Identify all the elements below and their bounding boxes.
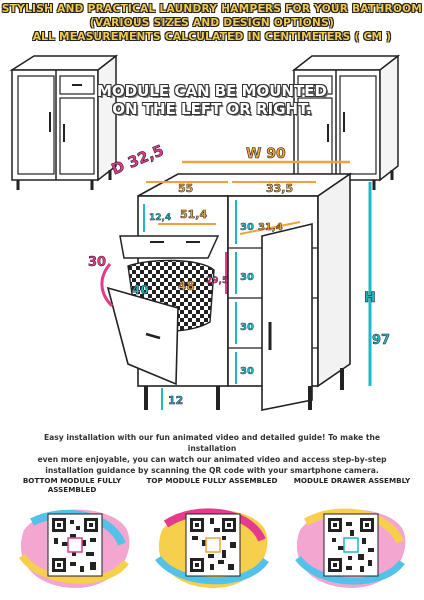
cabinet-open-door [261, 222, 313, 411]
description-line-2: even more enjoyable, you can watch our a… [37, 455, 387, 464]
mount-note: MODULE CAN BE MOUNTED ON THE LEFT OR RIG… [0, 82, 424, 118]
dim-leg-height-label: 12 [168, 394, 183, 407]
dim-hamper-depth-label: 40 [132, 283, 149, 297]
qr-title-bottom-module: BOTTOM MODULE FULLY ASSEMBLED [22, 476, 122, 494]
dim-right-section-label: 33,5 [266, 182, 293, 195]
dim-shelf-height-1-label: 30 [240, 222, 254, 233]
qr-pattern [328, 518, 374, 572]
qr-code-drawer-assembly[interactable] [290, 500, 410, 592]
installation-description: Easy installation with our fun animated … [24, 432, 400, 476]
dim-drawer-width-label: 51,4 [180, 208, 207, 221]
hamper-front [106, 286, 179, 386]
mount-note-line-2: ON THE LEFT OR RIGHT. [112, 100, 312, 118]
dim-left-section-label: 55 [178, 182, 193, 195]
cabinet-top [137, 173, 353, 197]
qr-pattern [190, 518, 236, 572]
main-cabinet-diagram: D 32,5 W 90 55 33,5 12,4 51,4 31,4 30 30… [88, 141, 390, 411]
qr-title-top-module: TOP MODULE FULLY ASSEMBLED [146, 476, 278, 485]
description-line-3: installation guidance by scanning the QR… [45, 466, 379, 475]
dim-shelf-height-2-label: 30 [240, 272, 254, 283]
dim-shelf-gap-label: 29,5 [206, 276, 228, 286]
qr-code-top-module[interactable] [152, 500, 272, 592]
dim-height-value: 97 [372, 333, 390, 348]
drawer-open [119, 235, 220, 259]
dim-height-symbol: H [364, 290, 376, 306]
left-cabinet-illustration [9, 54, 119, 190]
header-line-1: STYLISH AND PRACTICAL LAUNDRY HAMPERS FO… [1, 3, 423, 15]
dim-hamper-width-label: 48 [178, 279, 195, 293]
description-line-1: Easy installation with our fun animated … [43, 433, 381, 453]
mount-note-line-1: MODULE CAN BE MOUNTED [97, 82, 327, 100]
dim-shelf-depth-label: 31,4 [258, 222, 283, 233]
qr-pattern [52, 518, 98, 572]
dim-shelf-height-3-label: 30 [240, 322, 254, 333]
dim-depth-label: D 32,5 [109, 141, 166, 178]
dim-shelf-height-4-label: 30 [240, 366, 254, 377]
qr-title-drawer-assembly: MODULE DRAWER ASSEMBLY [293, 476, 411, 485]
qr-code-bottom-module[interactable] [14, 500, 134, 592]
header-line-2: (VARIOUS SIZES AND DESIGN OPTIONS) [89, 17, 335, 29]
dim-drawer-height-label: 12,4 [149, 213, 171, 223]
header-line-3: ALL MEASUREMENTS CALCULATED IN CENTIMETE… [32, 31, 392, 43]
cabinet-side-panel [317, 172, 351, 388]
dim-width-label: W 90 [246, 146, 286, 162]
dim-tilt-angle-label: 30 [88, 255, 106, 270]
